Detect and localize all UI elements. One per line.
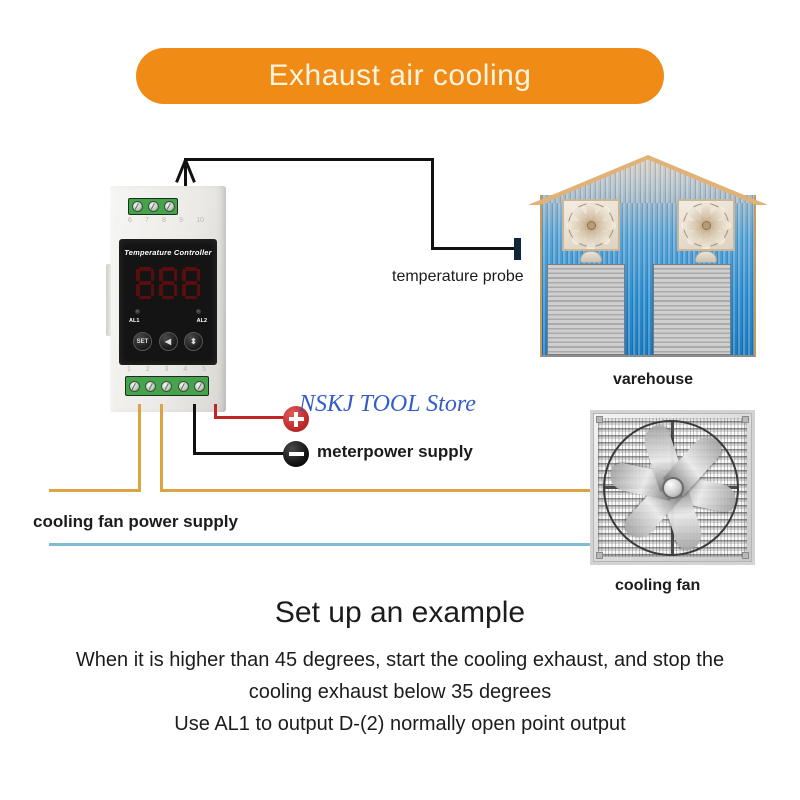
cooling-fan-power-supply-label: cooling fan power supply <box>33 512 238 531</box>
fan-hub <box>661 476 684 499</box>
al2-label: AL2 <box>196 318 207 324</box>
meter-power-supply-label: meterpower supply <box>317 442 473 461</box>
terminal-screw[interactable] <box>177 380 189 392</box>
terminal-screw[interactable] <box>194 380 206 392</box>
pin-number: 1 <box>127 366 131 373</box>
set-button[interactable]: SET <box>133 332 152 351</box>
negative-wire-riser <box>193 404 196 452</box>
al1-label: AL1 <box>129 318 140 324</box>
fan-hub <box>586 220 596 230</box>
positive-wire-run <box>214 416 290 419</box>
top-terminal-block[interactable] <box>128 198 178 215</box>
terminal-screw[interactable] <box>131 201 143 212</box>
fan-power-wire-to-fan <box>160 489 592 492</box>
display-digit <box>182 267 200 299</box>
set-button-label: SET <box>136 338 149 345</box>
warehouse-illustration <box>520 155 776 365</box>
warehouse-label: varehouse <box>613 371 694 388</box>
warehouse-roller-door <box>547 264 625 355</box>
probe-wire-segment-riser <box>184 158 187 188</box>
negative-terminal-icon <box>283 441 309 467</box>
terminal-screw[interactable] <box>145 380 157 392</box>
probe-wire-segment-top <box>184 158 434 161</box>
temperature-controller-device: 6 7 8 9 10 Temperature Controller <box>106 186 226 412</box>
bottom-terminal-block[interactable] <box>125 376 209 396</box>
left-button[interactable]: ◀ <box>158 332 178 351</box>
warehouse-exhaust-fan-icon <box>562 199 620 251</box>
probe-wire-segment-to-wall <box>431 247 519 250</box>
footer-line: cooling exhaust below 35 degrees <box>248 681 552 703</box>
terminal-screw[interactable] <box>163 201 175 212</box>
top-pin-numbers: 6 7 8 9 10 <box>128 217 204 224</box>
footer-heading: Set up an example <box>274 596 526 629</box>
temperature-probe-label: temperature probe <box>392 268 524 285</box>
fan-hub <box>701 220 711 230</box>
warehouse-gable <box>540 159 756 203</box>
display-digit <box>136 267 154 299</box>
bottom-pin-numbers: 1 2 3 4 5 <box>127 366 206 373</box>
fan-power-wire-left-run <box>49 489 141 492</box>
warehouse-exhaust-fan-icon <box>677 199 735 251</box>
warehouse-roller-door <box>653 264 731 355</box>
temperature-probe-tip <box>514 238 521 260</box>
neutral-wire-run <box>49 543 592 546</box>
terminal-screw[interactable] <box>128 380 140 392</box>
positive-wire-riser <box>214 404 217 418</box>
pin-number: 4 <box>183 366 188 373</box>
seven-segment-display <box>136 267 200 299</box>
pin-number: 5 <box>202 366 206 373</box>
alarm-led-row <box>135 309 201 314</box>
warehouse-vent-hood <box>580 251 602 263</box>
cooling-fan-label: cooling fan <box>615 577 701 594</box>
negative-wire-run <box>193 452 289 455</box>
footer-line: Use AL1 to output D-(2) normally open po… <box>174 713 626 735</box>
controller-button-row: SET ◀ ⬍ <box>133 332 203 351</box>
up-down-arrow-icon: ⬍ <box>190 336 197 346</box>
footer-line: When it is higher than 45 degrees, start… <box>75 649 725 671</box>
pin-number: 2 <box>145 366 150 373</box>
pin-number: 7 <box>145 217 149 224</box>
fan-blade-circle <box>603 420 739 556</box>
pin-number: 10 <box>196 217 204 224</box>
footer-block: Set up an example When it is higher than… <box>0 596 800 740</box>
alarm-led-labels: AL1 AL2 <box>129 318 207 324</box>
cooling-fan-illustration <box>590 410 755 565</box>
store-watermark: NSKJ TOOL Store <box>299 391 476 417</box>
device-din-clip <box>106 264 111 336</box>
pin-number: 9 <box>179 217 184 224</box>
page-title: Exhaust air cooling <box>268 59 532 92</box>
terminal-screw[interactable] <box>161 380 173 392</box>
controller-display-panel: Temperature Controller <box>119 239 217 365</box>
updown-button[interactable]: ⬍ <box>184 332 203 351</box>
al1-led <box>135 309 140 314</box>
warehouse-vent-hood <box>695 251 717 263</box>
pin-number: 6 <box>128 217 132 224</box>
left-arrow-icon: ◀ <box>164 336 172 346</box>
al2-led <box>196 309 201 314</box>
positive-terminal-icon <box>283 406 309 432</box>
pin-number: 3 <box>164 366 169 373</box>
panel-title: Temperature Controller <box>124 248 212 257</box>
title-banner: Exhaust air cooling <box>136 48 664 104</box>
fan-power-wire-right-riser <box>160 404 163 492</box>
pin-number: 8 <box>162 217 166 224</box>
display-digit <box>159 267 177 299</box>
probe-wire-segment-drop <box>431 158 434 250</box>
fan-power-wire-left-riser <box>138 404 141 492</box>
terminal-screw[interactable] <box>147 201 159 212</box>
